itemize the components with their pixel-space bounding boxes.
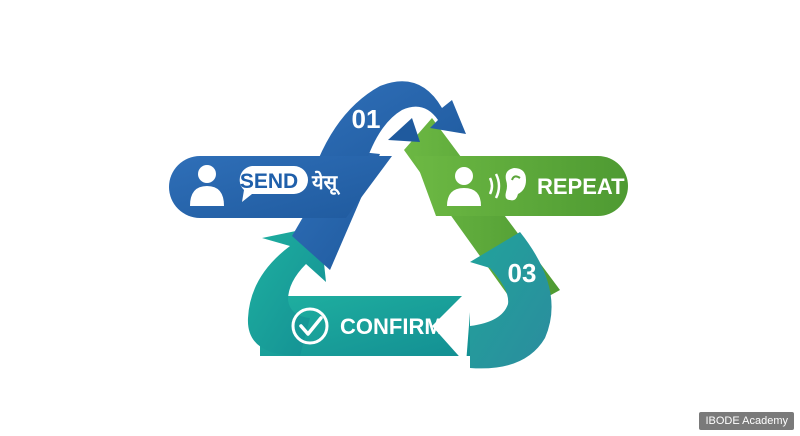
person-speech-icon — [190, 165, 224, 206]
watermark: IBODE Academy — [699, 412, 794, 430]
send-extra-text: येसू — [311, 170, 341, 195]
speech-bubble: SEND — [239, 166, 308, 202]
confirm-left-curve — [247, 226, 326, 356]
confirm-curve-band — [470, 232, 552, 369]
person-ear-icon — [447, 167, 526, 206]
send-curve-band — [318, 81, 466, 168]
confirm-arrowhead — [432, 286, 472, 364]
confirm-label: CONFIRM — [340, 314, 443, 339]
apex-arrow-tip — [388, 118, 420, 142]
repeat-label: REPEAT — [537, 174, 625, 199]
checkmark-icon — [291, 307, 329, 345]
confirm-arm — [247, 226, 552, 369]
confirm-band — [260, 296, 470, 356]
step-number-03: 03 — [508, 258, 537, 288]
step-number-01: 01 — [352, 104, 381, 134]
send-label: SEND — [240, 170, 298, 193]
